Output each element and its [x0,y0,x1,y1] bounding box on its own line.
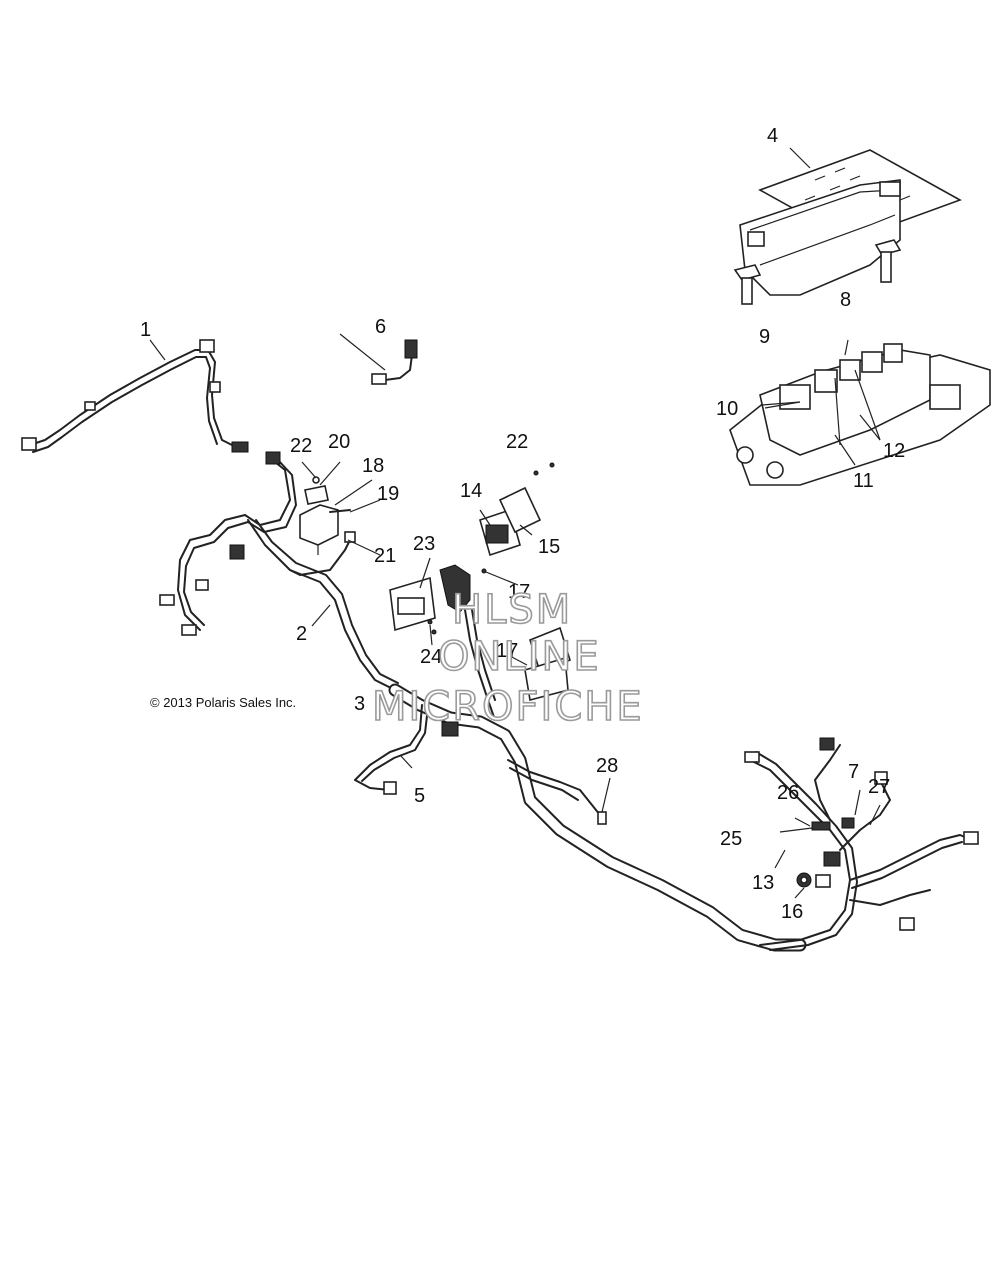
callout-17b: 17 [496,640,518,662]
relay-bracket-parts-18-22 [299,476,356,555]
callout-8: 8 [840,289,851,311]
fuse-box-base-parts-9-12 [729,264,991,486]
callout-4: 4 [767,125,778,147]
callout-25: 25 [720,828,742,850]
callout-19: 19 [377,483,399,505]
fuse-box-cover-part-4 [739,149,962,296]
callout-26: 26 [777,782,799,804]
callout-24: 24 [420,646,442,668]
bolt-part-8 [874,239,902,283]
callout-12: 12 [883,440,905,462]
callout-5: 5 [414,785,425,807]
rear-harness-part-7 [744,737,979,951]
callout-28: 28 [596,755,618,777]
sensor-part-6 [371,339,418,385]
callout-7: 7 [848,761,859,783]
callout-20: 20 [328,431,350,453]
module-parts-14-15 [479,462,555,574]
watermark-line-3: MICROFICHE [372,684,644,730]
callout-17a: 17 [508,581,530,603]
callout-6: 6 [375,316,386,338]
callout-3: 3 [354,693,365,715]
callout-18: 18 [362,455,384,477]
callout-22a: 22 [290,435,312,457]
callout-21: 21 [374,545,396,567]
callout-16: 16 [781,901,803,923]
main-harness-part-2-3 [159,451,807,952]
callout-9: 9 [759,326,770,348]
callout-10: 10 [716,398,738,420]
harness-part-1 [21,339,249,453]
leader-lines [149,147,881,899]
ecu-part-23 [389,576,437,635]
callout-2: 2 [296,623,307,645]
watermark: HLSM ONLINE MICROFICHE [371,586,644,731]
callout-22b: 22 [506,431,528,453]
callout-23: 23 [413,533,435,555]
callout-27: 27 [868,776,890,798]
callouts: 1 2 3 4 5 6 7 8 9 10 11 12 13 14 15 16 1… [140,125,905,923]
callout-15: 15 [538,536,560,558]
copyright-notice: © 2013 Polaris Sales Inc. [150,695,296,710]
callout-1: 1 [140,319,151,341]
callout-11: 11 [853,470,874,492]
callout-13: 13 [752,872,774,894]
watermark-line-2: ONLINE [438,634,601,680]
fuse-block-center [439,564,571,721]
watermark-line-1: HLSM [452,587,572,633]
callout-14: 14 [460,480,482,502]
